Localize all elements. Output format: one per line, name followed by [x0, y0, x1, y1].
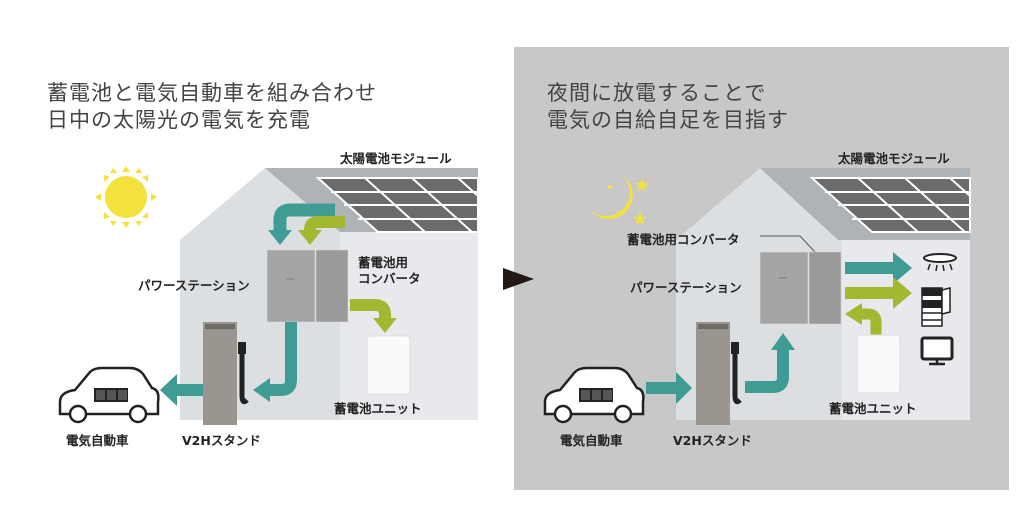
night-v2h-stand — [696, 322, 742, 425]
night-arrow-to-fridge — [845, 287, 895, 299]
tv-monitor-icon — [920, 336, 954, 366]
night-headline-line1: 夜間に放電することで — [547, 81, 767, 105]
day-v2h-stand — [203, 322, 249, 425]
day-label-power-station: パワーステーション — [138, 278, 250, 293]
day-ev-car-icon — [58, 366, 160, 424]
night-solar-panel — [809, 177, 971, 233]
day-arrow-panel-green — [304, 216, 345, 233]
day-label-converter-line2: コンバータ — [358, 271, 421, 286]
moon-stars-icon — [590, 175, 649, 225]
day-arrow-to-battery — [350, 299, 391, 320]
day-headline-line2: 日中の太陽光の電気を充電 — [47, 108, 311, 132]
sun-icon — [95, 166, 157, 228]
night-label-battery-unit: 蓄電池ユニット — [829, 401, 917, 416]
day-headline-line1: 蓄電池と電気自動車を組み合わせ — [47, 81, 377, 105]
day-label-solar-module: 太陽電池モジュール — [340, 151, 452, 166]
day-label-converter-line1: 蓄電池用 — [358, 255, 409, 270]
night-label-solar-module: 太陽電池モジュール — [838, 151, 950, 166]
day-solar-panel — [315, 177, 479, 233]
day-headline: 蓄電池と電気自動車を組み合わせ 日中の太陽光の電気を充電 — [47, 80, 377, 134]
refrigerator-icon — [921, 287, 951, 327]
night-label-v2h: V2Hスタンド — [673, 433, 752, 448]
night-headline: 夜間に放電することで 電気の自給自足を目指す — [547, 80, 789, 134]
ceiling-light-icon — [923, 253, 957, 272]
night-label-power-station: パワーステーション — [630, 280, 742, 295]
night-power-station — [759, 251, 842, 325]
day-label-converter: 蓄電池用 コンバータ — [358, 255, 421, 287]
night-label-ev: 電気自動車 — [560, 433, 623, 448]
night-arrow-from-battery — [860, 308, 882, 335]
night-label-converter: 蓄電池用コンバータ — [627, 232, 740, 247]
night-arrow-to-light — [845, 262, 895, 274]
day-battery-unit — [366, 335, 411, 395]
day-arrow-to-ev — [175, 384, 203, 396]
night-headline-line2: 電気の自給自足を目指す — [547, 108, 789, 132]
night-arrow-v2h-to-station — [745, 348, 789, 393]
day-label-v2h: V2Hスタンド — [182, 433, 261, 448]
night-converter-leader-line — [760, 235, 816, 253]
day-arrow-to-v2h — [268, 322, 297, 396]
night-battery-unit — [856, 334, 901, 394]
day-label-battery-unit: 蓄電池ユニット — [334, 401, 422, 416]
day-power-station — [266, 249, 349, 323]
day-arrow-panel-teal — [273, 203, 335, 232]
day-label-ev: 電気自動車 — [66, 433, 129, 448]
night-ev-car-icon — [543, 366, 645, 424]
night-arrow-ev-to-v2h — [646, 382, 678, 394]
